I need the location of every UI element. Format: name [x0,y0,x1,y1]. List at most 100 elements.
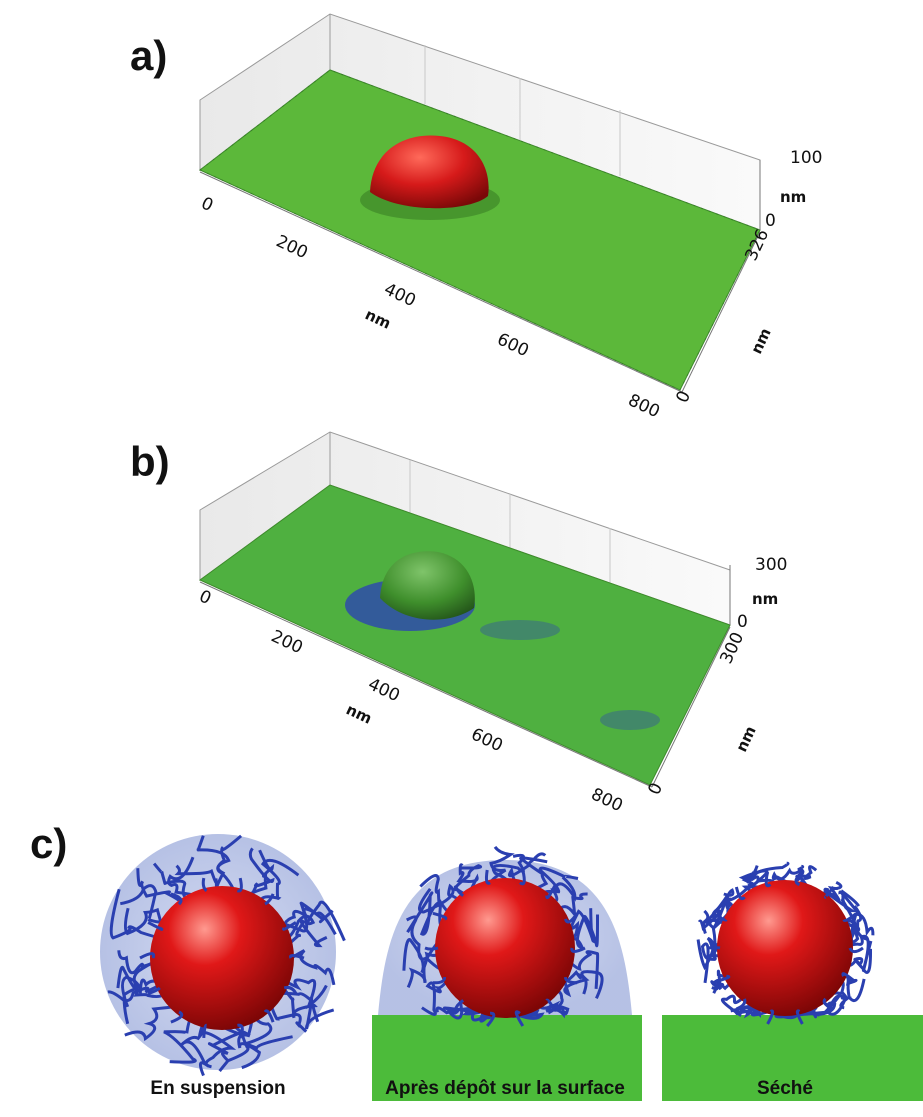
polymer-chain [795,1009,804,1025]
particle-b [380,551,475,620]
y-unit-a: nm [747,325,774,356]
x-unit-a: nm [362,305,393,332]
z-unit-b: nm [752,590,778,608]
polymer-chain [419,874,452,916]
afm-3d-plot-b: 300 nm 0 300 nm 0 0 200 400 nm 600 800 [196,431,787,816]
particle-schematic [100,834,923,1101]
z-unit-a: nm [780,188,806,206]
polymer-chain [545,998,557,1012]
polymer-chain [202,1023,208,1038]
polymer-chain [283,900,346,942]
polymer-chain [237,1023,244,1039]
polymer-chain [567,914,600,950]
polymer-chain [259,858,300,906]
polymer-chain [268,1002,308,1033]
polymer-chain [766,1009,775,1025]
substrate-3 [662,1015,923,1101]
polymer-chain [285,919,328,948]
polymer-chain [764,871,772,888]
polymer-chain [489,845,515,887]
polymer-chain [275,901,334,933]
y-unit-b: nm [732,723,759,754]
particle-a [370,135,489,209]
panel-c-label: c) [30,820,68,867]
x-tick-b-800: 800 [588,784,626,816]
polymer-chain [714,974,731,984]
panel-c: c) En suspension Après d [0,820,923,1117]
polymer-chain [432,976,447,985]
polymer-chain [559,970,588,995]
polymer-chain [556,892,588,916]
caption-dried: Séché [757,1078,813,1099]
polymer-chain [170,1010,184,1024]
polymer-chain [735,998,747,1011]
x-tick-b-200: 200 [268,626,306,658]
polymer-chain [453,884,465,897]
y-tick-a-0: 0 [672,388,695,406]
panel-a: a) 100 nm 0 [0,0,923,420]
polymer-chain [563,912,579,924]
polymer-chain [545,884,557,900]
x-tick-b-0: 0 [196,586,214,609]
caption-deposited: Après dépôt sur la surface [385,1078,625,1099]
polymer-chain [282,921,297,931]
polymer-chain [823,886,835,899]
panel-a-label: a) [130,32,168,79]
polymer-chain [566,950,600,989]
polymer-chain [713,912,728,922]
polymer-chain [201,877,208,892]
panel-b: b) 300 nm 0 300 nm 0 0 200 [0,420,923,820]
sphere-3 [717,880,853,1016]
y-tick-b-0: 0 [644,780,667,798]
polymer-chain [147,921,164,931]
x-tick-a-200: 200 [273,231,311,263]
x-tick-b-600: 600 [468,724,506,756]
polymer-chain [720,994,747,1018]
polymer-chain [842,913,857,922]
polymer-chain [841,972,857,983]
polymer-chain [514,1010,525,1027]
polymer-chain [170,892,183,906]
polymer-chain [549,876,577,904]
polymer-chain [207,1022,246,1063]
afm-3d-plot-a: 100 nm 0 326 nm 0 0 200 400 nm 600 800 [198,13,822,420]
polymer-chain [136,868,185,909]
polymer-chain [277,991,335,1030]
polymer-chain [283,985,298,995]
polymer-chain [167,856,200,898]
polymer-chain [121,975,163,1008]
polymer-chain [163,1015,197,1064]
polymer-chain [289,953,305,960]
polymer-chain [152,862,192,902]
polymer-chain [547,989,570,1016]
polymer-chain [124,1005,178,1042]
polymer-chain [844,948,873,974]
polymer-chain [734,886,746,901]
polymer-chain [264,893,275,906]
substrate-2 [372,1015,642,1101]
polymer-chain [563,976,578,985]
polymer-chain [794,870,804,886]
polymer-chain [696,936,725,971]
polymer-chain [139,952,156,960]
polymer-chain [848,946,864,954]
z-tick-b-top: 300 [755,555,787,575]
polymer-chain [196,835,231,895]
polymer-chain [237,1015,261,1070]
polymer-chain [486,1011,496,1027]
z-tick-a-top: 100 [790,148,822,168]
polymer-chain [263,1009,275,1023]
polymer-chain [216,834,243,894]
polymer-chain [406,956,446,989]
polymer-chain [402,938,443,974]
polymer-chain [236,877,243,893]
polymer-chain [484,869,491,885]
panel-b-label: b) [130,438,170,485]
x-tick-b-400: 400 [365,674,403,706]
polymer-chain [537,1000,565,1019]
polymer-chain [565,908,596,945]
polymer-chain [822,997,835,1011]
polymer-chain [432,911,448,921]
z-tick-b-bottom: 0 [737,612,748,632]
x-tick-a-600: 600 [494,329,532,361]
